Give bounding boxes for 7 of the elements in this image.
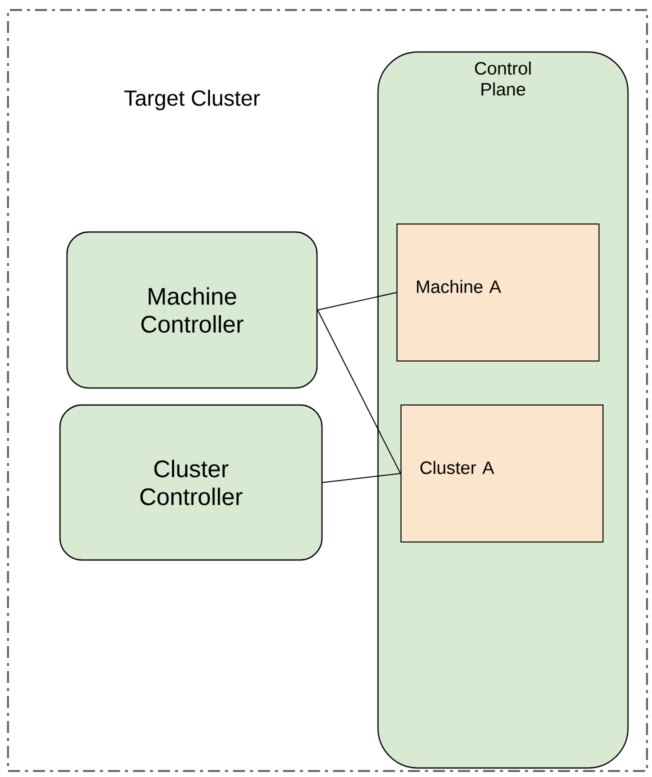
connector-line xyxy=(317,292,397,310)
connector-line xyxy=(317,310,401,474)
controller-box: Cluster Controller xyxy=(59,404,323,561)
resource-box: Machine A xyxy=(396,224,600,362)
connector-line xyxy=(322,473,401,483)
resource-box: Cluster A xyxy=(400,404,604,542)
controller-box: Machine Controller xyxy=(66,231,318,389)
